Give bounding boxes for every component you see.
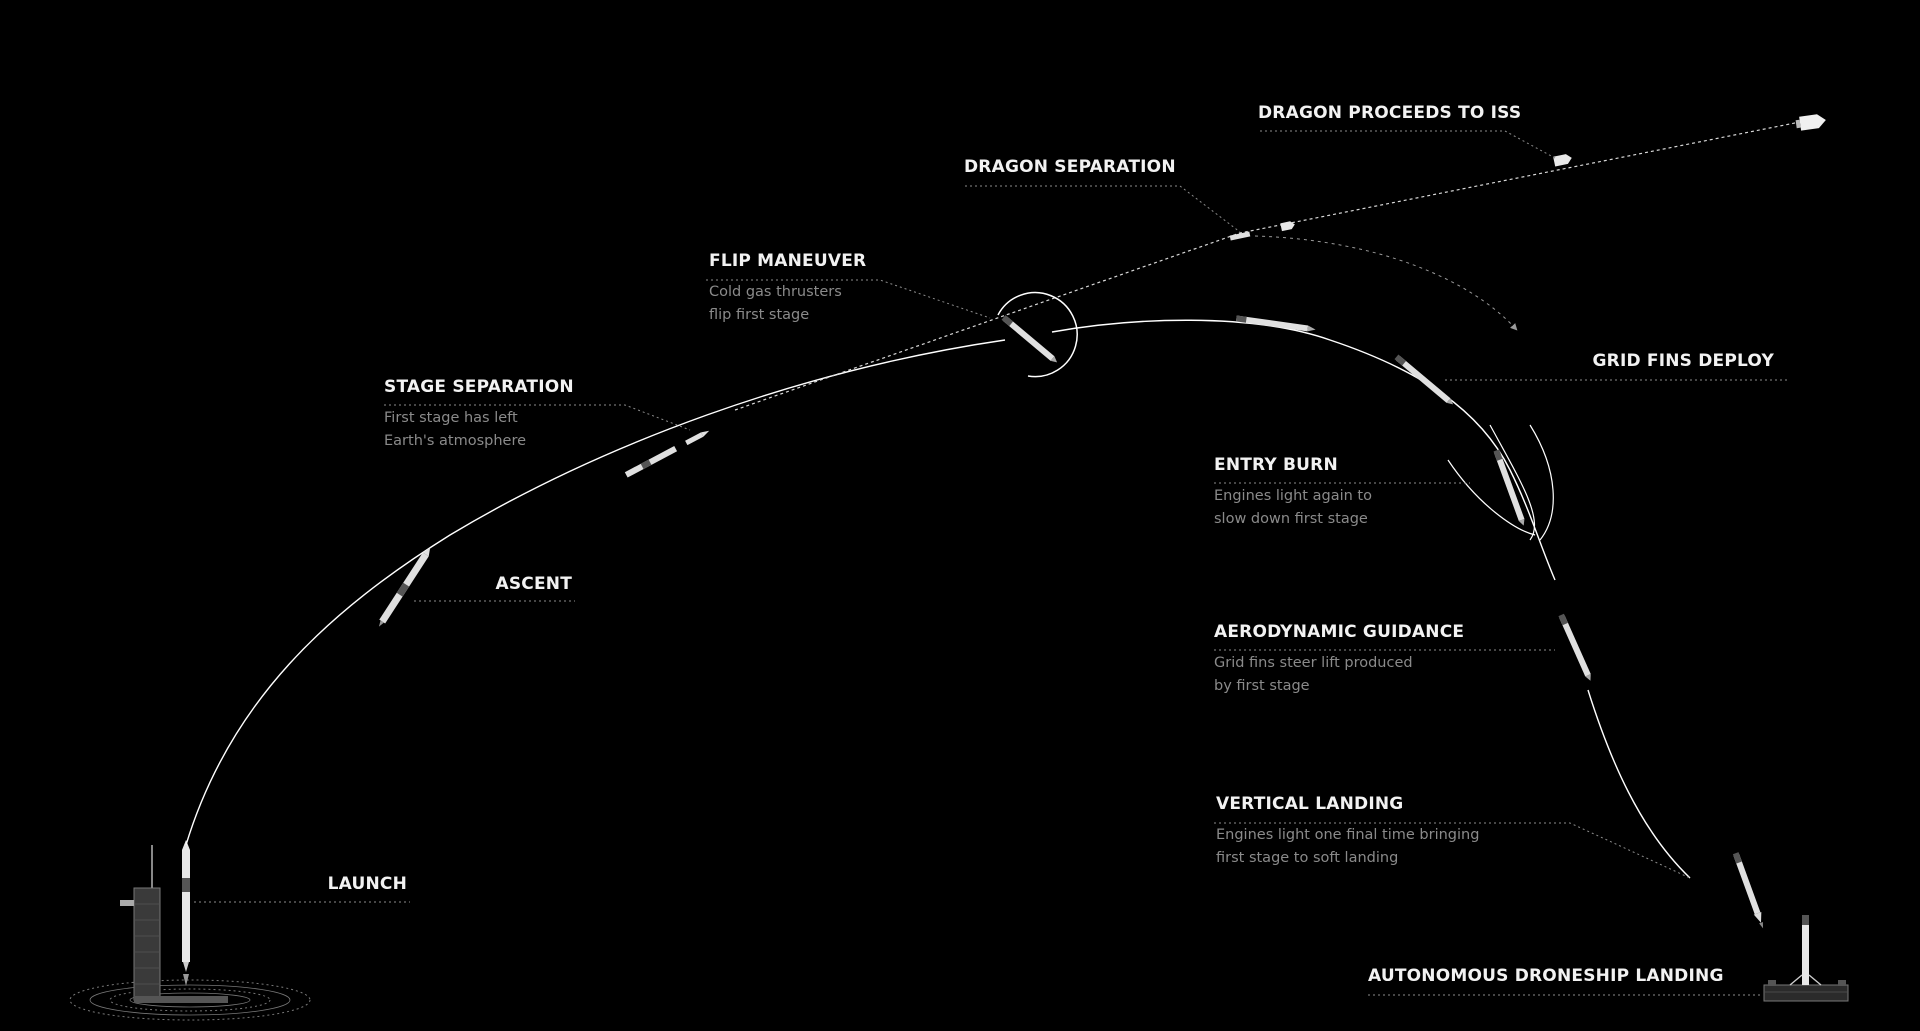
label-droneship-landing: AUTONOMOUS DRONESHIP LANDING xyxy=(1368,966,1724,986)
label-aerodynamic-guidance-line1: Grid fins steer lift produced xyxy=(1214,655,1413,671)
label-ascent: ASCENT xyxy=(440,574,572,594)
label-vertical-landing-line2: first stage to soft landing xyxy=(1216,850,1399,866)
label-dragon-separation-title: DRAGON SEPARATION xyxy=(964,157,1176,177)
dragon-capsule-coast-icon xyxy=(1553,154,1572,167)
first-stage-aero-guidance-icon xyxy=(1558,613,1591,681)
label-vertical-landing-line1: Engines light one final time bringing xyxy=(1216,827,1480,843)
label-flip-maneuver-line2: flip first stage xyxy=(709,307,810,323)
droneship-icon xyxy=(1763,980,1849,1002)
first-stage-landing-icon xyxy=(1732,852,1764,929)
second-stage-trajectory xyxy=(734,119,1811,411)
flip-maneuver-circle xyxy=(997,291,1078,378)
descent-trajectory xyxy=(1587,689,1691,879)
label-launch-title: LAUNCH xyxy=(327,874,407,894)
dragon-capsule-iss-icon xyxy=(1795,114,1826,131)
first-stage-grid-fins-icon xyxy=(1394,354,1454,405)
label-flip-maneuver: FLIP MANEUVER Cold gas thrusters flip fi… xyxy=(709,251,866,327)
landed-booster-icon xyxy=(1789,915,1822,986)
dragon-capsule-icon xyxy=(1280,221,1295,232)
label-stage-separation-line1: First stage has left xyxy=(384,410,518,426)
label-flip-maneuver-line1: Cold gas thrusters xyxy=(709,284,842,300)
leader-lines xyxy=(194,130,1788,996)
boostback-trajectory xyxy=(1051,319,1556,581)
label-entry-burn-line2: slow down first stage xyxy=(1214,511,1368,527)
label-aerodynamic-guidance-line2: by first stage xyxy=(1214,678,1310,694)
label-launch: LAUNCH xyxy=(280,874,407,894)
label-aerodynamic-guidance: AERODYNAMIC GUIDANCE Grid fins steer lif… xyxy=(1214,622,1464,698)
leader-dragon-separation xyxy=(965,185,1241,233)
label-entry-burn: ENTRY BURN Engines light again to slow d… xyxy=(1214,455,1372,531)
label-aerodynamic-guidance-title: AERODYNAMIC GUIDANCE xyxy=(1214,622,1465,642)
dragon-coast-arrow xyxy=(1254,235,1518,331)
first-stage-flip-icon xyxy=(1001,315,1058,363)
label-vertical-landing-title: VERTICAL LANDING xyxy=(1216,794,1404,814)
second-stage-icon xyxy=(1229,231,1251,241)
label-stage-separation: STAGE SEPARATION First stage has left Ea… xyxy=(384,377,574,453)
label-grid-fins-deploy: GRID FINS DEPLOY xyxy=(1560,351,1774,371)
label-dragon-separation: DRAGON SEPARATION xyxy=(964,157,1176,177)
rocket-on-pad-icon xyxy=(182,840,190,986)
ascent-trajectory xyxy=(185,339,1006,846)
label-ascent-title: ASCENT xyxy=(495,574,572,594)
label-vertical-landing: VERTICAL LANDING Engines light one final… xyxy=(1216,794,1479,870)
rocket-ascent-icon xyxy=(378,547,431,627)
label-dragon-proceeds-title: DRAGON PROCEEDS TO ISS xyxy=(1258,103,1522,123)
launch-pad xyxy=(69,979,311,1021)
entry-burn-plume xyxy=(1447,424,1554,541)
label-dragon-proceeds: DRAGON PROCEEDS TO ISS xyxy=(1258,103,1521,123)
label-flip-maneuver-title: FLIP MANEUVER xyxy=(709,251,867,271)
rocket-stage-separation-icon xyxy=(624,430,710,478)
leader-dragon-proceeds xyxy=(1260,130,1556,159)
launch-tower xyxy=(120,845,228,1003)
leader-flip-maneuver xyxy=(706,279,991,319)
label-droneship-landing-title: AUTONOMOUS DRONESHIP LANDING xyxy=(1368,966,1724,986)
label-entry-burn-title: ENTRY BURN xyxy=(1214,455,1338,475)
first-stage-entry-burn-icon xyxy=(1493,449,1525,526)
leader-vertical-landing xyxy=(1214,822,1691,879)
label-stage-separation-title: STAGE SEPARATION xyxy=(384,377,574,397)
label-grid-fins-deploy-title: GRID FINS DEPLOY xyxy=(1592,351,1774,371)
leader-stage-separation xyxy=(384,404,691,431)
first-stage-boostback-icon xyxy=(1235,315,1316,332)
label-stage-separation-line2: Earth's atmosphere xyxy=(384,433,527,449)
label-entry-burn-line1: Engines light again to xyxy=(1214,488,1372,504)
